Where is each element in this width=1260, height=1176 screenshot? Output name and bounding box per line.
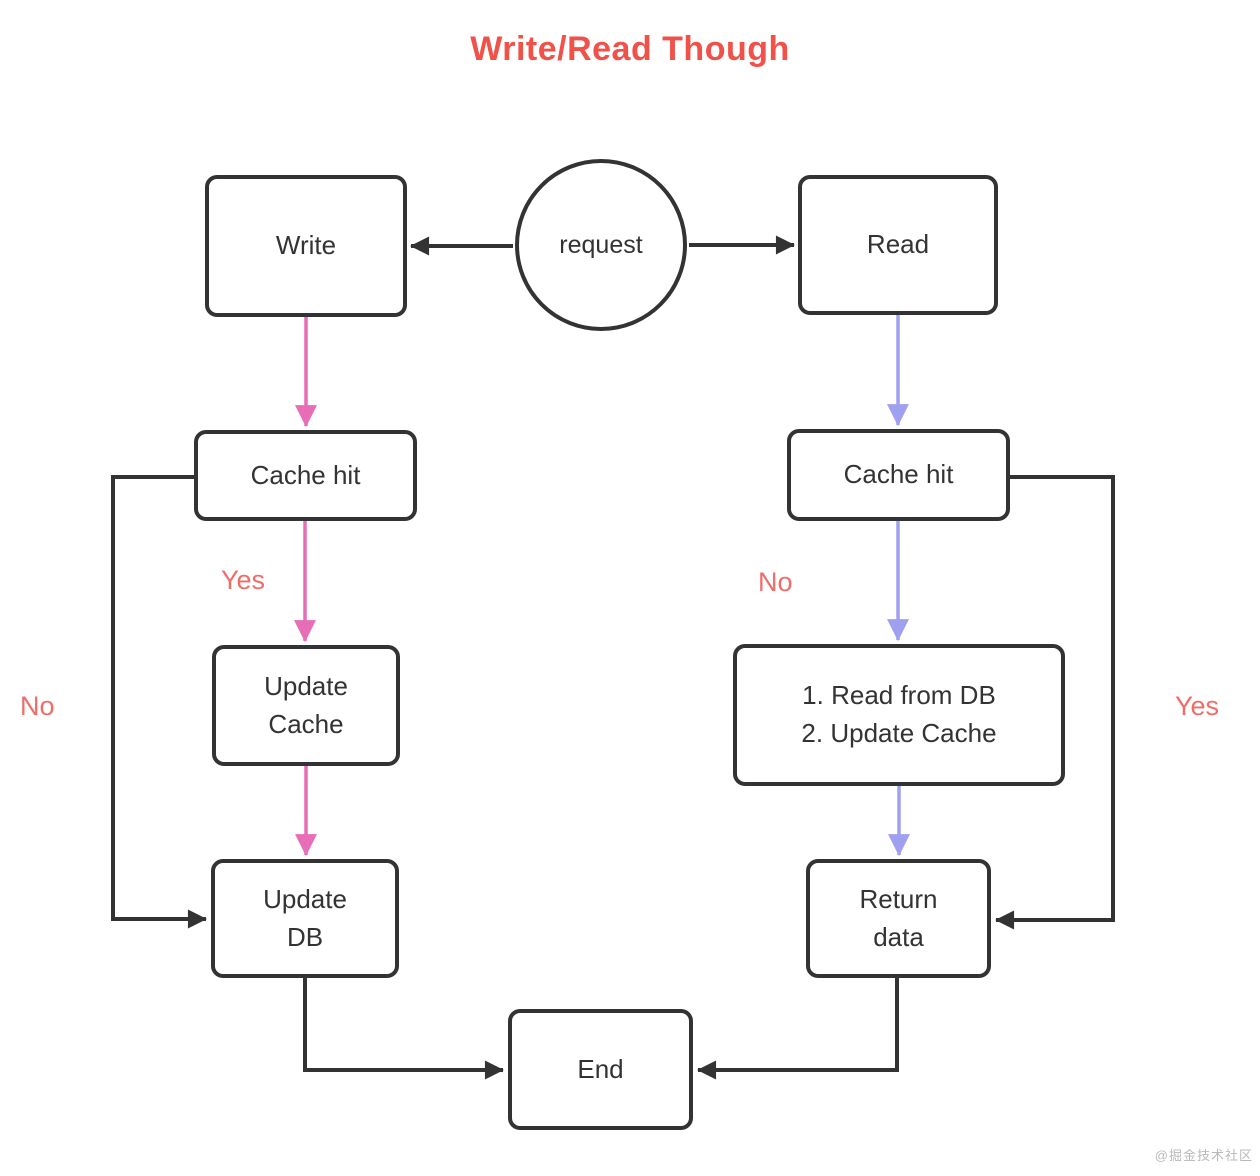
edge-label-no-write: No bbox=[20, 691, 55, 721]
node-end: End bbox=[508, 1009, 693, 1130]
node-request: request bbox=[515, 159, 687, 331]
edge-label-yes-read: Yes bbox=[1175, 691, 1220, 721]
node-cache-hit-write: Cache hit bbox=[194, 430, 417, 521]
edge-cache-hit-yes-to-return-data bbox=[995, 475, 1115, 930]
edge-return-data-to-end bbox=[697, 978, 899, 1080]
edge-label-yes-write: Yes bbox=[221, 565, 266, 595]
edge-update-db-to-end bbox=[303, 978, 504, 1080]
edge-label-no-read: No bbox=[758, 567, 793, 597]
node-cache-hit-read: Cache hit bbox=[787, 429, 1010, 521]
node-write: Write bbox=[205, 175, 407, 317]
watermark: @掘金技术社区 bbox=[1154, 1148, 1253, 1163]
node-read: Read bbox=[798, 175, 998, 315]
page-title: Write/Read Though bbox=[470, 30, 790, 68]
node-read-db-update-cache: 1. Read from DB 2. Update Cache bbox=[733, 644, 1065, 786]
node-return-data: Return data bbox=[806, 859, 991, 978]
node-update-cache: Update Cache bbox=[212, 645, 400, 766]
node-update-db: Update DB bbox=[211, 859, 399, 978]
edge-cache-hit-no-to-update-db bbox=[111, 475, 207, 929]
